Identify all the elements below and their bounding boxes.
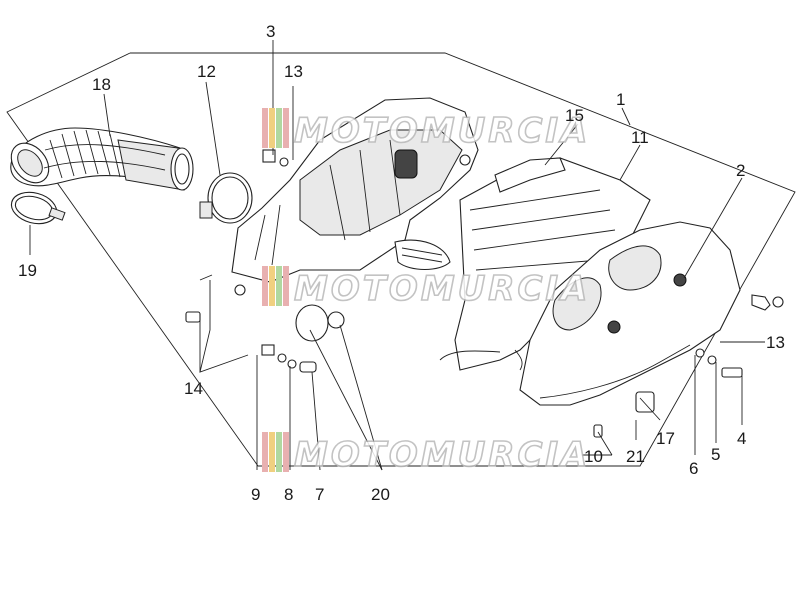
callout-10: 10 — [584, 447, 603, 466]
callout-21: 21 — [626, 447, 645, 466]
air-filter-housing — [231, 97, 479, 283]
watermark: MOTOMURCIA MOTOMURCIA MOTOMURCIA — [262, 108, 590, 476]
callout-20: 20 — [371, 485, 390, 504]
callout-2: 2 — [736, 161, 745, 180]
callout-11: 11 — [631, 128, 649, 147]
leader-lines — [29, 40, 765, 471]
svg-text:MOTOMURCIA: MOTOMURCIA — [294, 435, 590, 475]
hardware — [185, 149, 784, 438]
seal — [439, 157, 566, 371]
callout-7: 7 — [315, 485, 324, 504]
callout-17: 17 — [656, 429, 675, 448]
callout-labels: 1 2 3 4 5 6 7 8 9 10 11 12 13 13 14 15 1… — [18, 22, 785, 504]
callout-3: 3 — [266, 22, 275, 41]
callout-8: 8 — [284, 485, 293, 504]
callout-15: 15 — [565, 106, 584, 125]
filter-cover — [519, 221, 741, 406]
callout-12: 12 — [197, 62, 216, 81]
intake-hose — [10, 127, 194, 191]
assembly-frame — [6, 52, 796, 467]
callout-9: 9 — [251, 485, 260, 504]
callout-6: 6 — [689, 459, 698, 478]
callout-13-top: 13 — [284, 62, 303, 81]
callout-18: 18 — [92, 75, 111, 94]
svg-text:MOTOMURCIA: MOTOMURCIA — [294, 269, 590, 309]
callout-5: 5 — [711, 445, 720, 464]
callout-14: 14 — [184, 379, 203, 398]
svg-text:MOTOMURCIA: MOTOMURCIA — [294, 111, 590, 151]
callout-1: 1 — [616, 90, 625, 109]
callout-19: 19 — [18, 261, 37, 280]
callout-4: 4 — [737, 429, 746, 448]
clamp — [199, 172, 253, 224]
hose-clamp — [10, 191, 66, 225]
callout-13-right: 13 — [766, 333, 785, 352]
